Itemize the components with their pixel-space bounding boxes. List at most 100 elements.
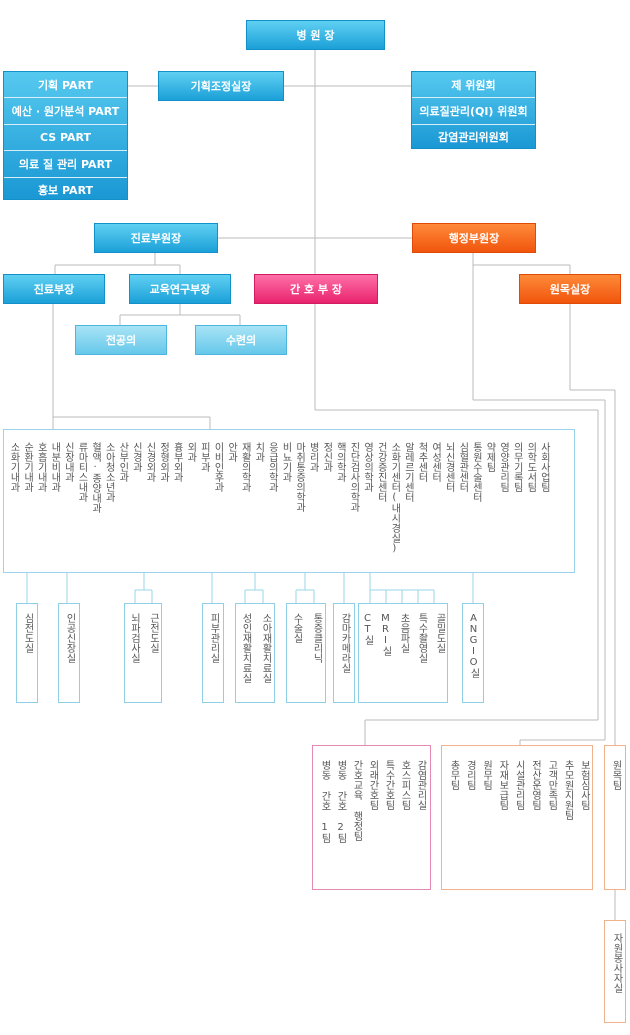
team-label[interactable]: 경리팀: [464, 760, 476, 790]
department-label[interactable]: 의무기록팀: [511, 442, 523, 492]
department-label[interactable]: 소화기센터(내시경실): [388, 442, 400, 554]
sub-unit-label[interactable]: 성인재활치료실: [240, 613, 251, 683]
admin-teams-box: [441, 745, 593, 890]
part-item[interactable]: 예산 · 원가분석 PART: [4, 98, 127, 125]
chaplain-box[interactable]: 원목실장: [519, 274, 621, 304]
fellow-box[interactable]: 전공의: [75, 325, 167, 355]
department-label[interactable]: 건강증진센터: [375, 442, 387, 502]
department-label[interactable]: 약제팀: [484, 442, 495, 472]
department-label[interactable]: 알레르기센터: [402, 442, 414, 502]
sub-unit-label[interactable]: MRI실: [380, 613, 391, 656]
department-label[interactable]: 외과: [184, 442, 196, 462]
committee-item[interactable]: 감염관리위원회: [438, 131, 509, 145]
team-label[interactable]: 병동 간호 2팀: [335, 760, 346, 843]
sub-unit-frame: [235, 603, 275, 703]
department-label[interactable]: 치과: [252, 442, 264, 462]
medical-head-box[interactable]: 진료부장: [3, 274, 105, 304]
team-label[interactable]: 자재보급팀: [496, 760, 508, 810]
department-label[interactable]: 뇌신경센터: [443, 442, 455, 492]
department-label[interactable]: 신경과: [130, 442, 142, 472]
department-label[interactable]: 흉부외과: [171, 442, 183, 482]
medical-vp-box[interactable]: 진료부원장: [94, 223, 218, 253]
department-label[interactable]: 응급의학과: [266, 442, 278, 492]
team-label[interactable]: 고객만족팀: [545, 760, 557, 810]
department-label[interactable]: 핵의학과: [334, 442, 346, 482]
department-label[interactable]: 혈액·종양내과: [89, 442, 101, 513]
department-label[interactable]: 통원수술센터: [470, 442, 482, 502]
department-label[interactable]: 소아청소년과: [103, 442, 115, 502]
team-label[interactable]: 전산운영팀: [529, 760, 541, 810]
team-label[interactable]: 감염관리실: [415, 760, 426, 810]
sub-unit-label[interactable]: ANGIO실: [468, 613, 479, 678]
team-label[interactable]: 특수간호팀: [383, 760, 394, 810]
department-label[interactable]: 내분비내과: [48, 442, 60, 492]
department-label[interactable]: 마취통증의학과: [293, 442, 305, 512]
intern-box[interactable]: 수련의: [195, 325, 287, 355]
part-item[interactable]: 기획 PART: [4, 72, 127, 99]
department-label[interactable]: 병리과: [307, 442, 319, 472]
sub-unit-label[interactable]: 소아재활치료실: [260, 613, 271, 683]
department-label[interactable]: 신장내과: [62, 442, 74, 482]
sub-unit-label[interactable]: 특수촬영실: [416, 613, 427, 663]
department-label[interactable]: 영상의학과: [361, 442, 373, 492]
department-label[interactable]: 순환기내과: [21, 442, 33, 492]
team-label[interactable]: 간호교육 행정팀: [351, 760, 362, 841]
sub-unit-label[interactable]: 심전도실: [22, 613, 33, 653]
sub-unit-label[interactable]: 뇌파검사실: [128, 613, 140, 663]
sub-unit-label[interactable]: 수술실: [291, 613, 302, 643]
department-label[interactable]: 이비인후과: [212, 442, 223, 492]
team-label[interactable]: 총무팀: [448, 760, 459, 790]
nursing-head-box[interactable]: 간 호 부 장: [254, 274, 378, 304]
sub-unit-frame: [202, 603, 224, 703]
department-label[interactable]: 의학도서팀: [524, 442, 536, 492]
director-box[interactable]: 병 원 장: [246, 20, 385, 50]
sub-unit-label[interactable]: 감마카메라실: [339, 613, 350, 673]
part-item[interactable]: CS PART: [4, 125, 127, 152]
department-label[interactable]: 심혈관센터: [456, 442, 468, 492]
department-label[interactable]: 사회사업팀: [538, 442, 550, 492]
committee-item[interactable]: 의료질관리(QI) 위원회: [412, 98, 535, 125]
admin-vp-box[interactable]: 행정부원장: [412, 223, 536, 253]
team-label[interactable]: 보험심사팀: [578, 760, 590, 810]
department-label[interactable]: 신경외과: [144, 442, 155, 482]
team-label[interactable]: 원목팀: [610, 760, 621, 790]
department-label[interactable]: 재활의학과: [239, 442, 251, 492]
department-label[interactable]: 산부인과: [116, 442, 128, 482]
team-label[interactable]: 호스피스팀: [399, 760, 410, 810]
department-label[interactable]: 진단검사의학과: [348, 442, 359, 512]
sub-unit-frame: [358, 603, 448, 703]
director-label: 병 원 장: [296, 29, 335, 42]
department-label[interactable]: 피부과: [198, 442, 210, 472]
sub-unit-label[interactable]: 골밀도실: [434, 613, 445, 653]
team-label[interactable]: 추모원지원팀: [562, 760, 574, 820]
department-label[interactable]: 여성센터: [429, 442, 441, 482]
department-label[interactable]: 정형외과: [157, 442, 169, 482]
team-label[interactable]: 시설관리팀: [513, 760, 525, 810]
education-head-box[interactable]: 교육연구부장: [129, 274, 231, 304]
sub-unit-label[interactable]: 인공신장실: [64, 613, 75, 663]
planning-coord-box[interactable]: 기획조정실장: [158, 71, 284, 101]
volunteer-box[interactable]: 자원봉사자실: [604, 920, 626, 1023]
sub-unit-label[interactable]: 통증클리닉: [311, 613, 322, 663]
part-item[interactable]: 의료 질 관리 PART: [4, 151, 127, 178]
committee-item[interactable]: 제 위원회: [412, 72, 535, 99]
department-label[interactable]: 영양관리팀: [497, 442, 509, 492]
committee-stack: 제 위원회 의료질관리(QI) 위원회 감염관리위원회: [411, 71, 536, 149]
part-item[interactable]: 홍보 PART: [37, 184, 94, 198]
sub-unit-label[interactable]: 피부관리실: [208, 613, 219, 663]
department-label[interactable]: 비뇨기과: [280, 442, 291, 482]
department-label[interactable]: 소화기내과: [8, 442, 19, 492]
department-label[interactable]: 척추센터: [416, 442, 427, 482]
department-label[interactable]: 호흡기내과: [35, 442, 47, 492]
sub-unit-label[interactable]: 초음파실: [398, 613, 409, 653]
team-label[interactable]: 원무팀: [480, 760, 492, 790]
department-label[interactable]: 안과: [225, 442, 237, 462]
department-label[interactable]: 류마티스내과: [76, 442, 87, 502]
sub-unit-label[interactable]: CT실: [362, 613, 373, 645]
department-label[interactable]: 정신과: [320, 442, 332, 472]
chaplain-teams-box: [604, 745, 626, 890]
team-label[interactable]: 외래간호팀: [367, 760, 378, 810]
team-label[interactable]: 병동 간호 1팀: [319, 760, 330, 843]
volunteer-label: 자원봉사자실: [611, 933, 622, 993]
sub-unit-label[interactable]: 근전도실: [147, 613, 159, 653]
